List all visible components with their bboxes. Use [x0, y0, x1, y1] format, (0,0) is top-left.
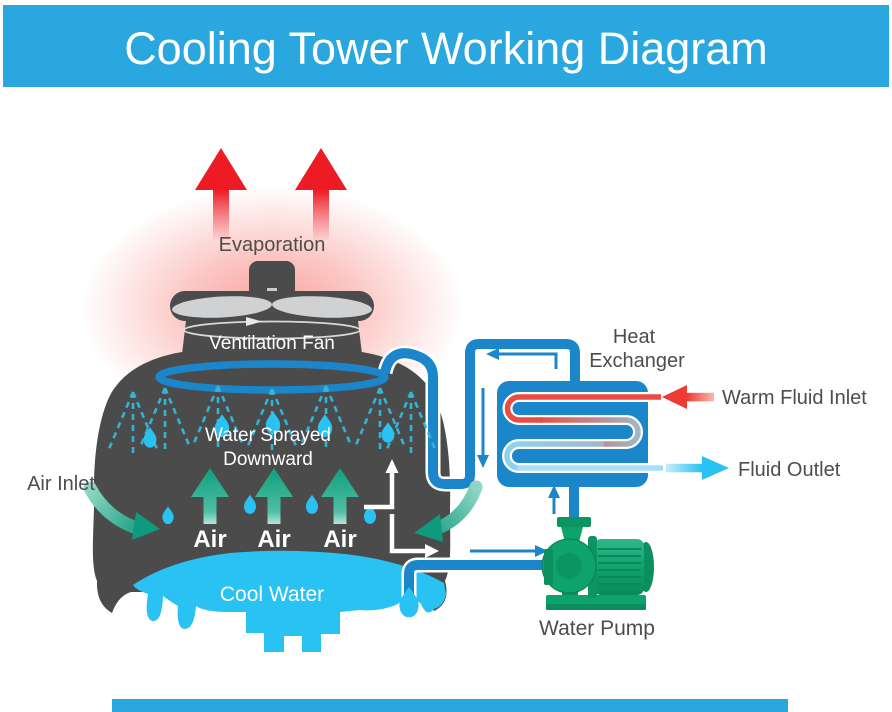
heat-exchanger-shell	[497, 381, 648, 487]
ventilation-fan-label: Ventilation Fan	[209, 333, 335, 354]
air-label-1: Air	[193, 526, 226, 553]
title-banner: Cooling Tower Working Diagram	[3, 5, 889, 87]
air-label-2: Air	[257, 526, 290, 553]
ventilation-fan-icon	[172, 296, 372, 318]
air-flow-up-arrow-icon	[364, 459, 399, 510]
water-sprayed-label-line1: Water Sprayed	[205, 425, 331, 446]
page-title: Cooling Tower Working Diagram	[124, 23, 768, 74]
water-out-arrow-icon	[389, 514, 439, 558]
cool-water-label: Cool Water	[220, 583, 324, 606]
heat-exchanger	[497, 381, 663, 487]
evaporation-label: Evaporation	[219, 234, 326, 256]
cool-water-basin	[133, 550, 446, 652]
water-pump-label: Water Pump	[539, 617, 655, 640]
warm-water-return-pipe	[377, 336, 583, 492]
warm-fluid-inlet-arrow-icon	[662, 385, 714, 409]
flow-direction-arrows	[470, 348, 560, 557]
heat-exchanger-label-line1: Heat	[613, 326, 656, 348]
fluid-outlet-label: Fluid Outlet	[738, 459, 841, 481]
air-inlet-label: Air Inlet	[27, 473, 95, 495]
fluid-outlet-arrow-icon	[666, 456, 729, 480]
banner-background	[3, 5, 889, 87]
footer-bar	[112, 699, 788, 712]
water-pump-icon	[541, 517, 654, 610]
evaporation-arrows-icon	[195, 148, 347, 240]
air-inlet-arrow-right-icon	[414, 480, 483, 542]
water-sprayed-label-line2: Downward	[223, 449, 313, 470]
fan-rotation-arrow-icon	[183, 317, 361, 340]
air-inlet-arrow-left-icon	[83, 481, 160, 540]
tower-neck	[182, 321, 362, 354]
air-label-3: Air	[323, 526, 356, 553]
air-up-arrows-icon	[191, 468, 359, 524]
coil-icon	[504, 394, 663, 471]
warm-fluid-inlet-label: Warm Fluid Inlet	[722, 387, 867, 409]
heat-exchanger-label-line2: Exchanger	[589, 350, 685, 372]
suction-pipe	[401, 557, 552, 598]
